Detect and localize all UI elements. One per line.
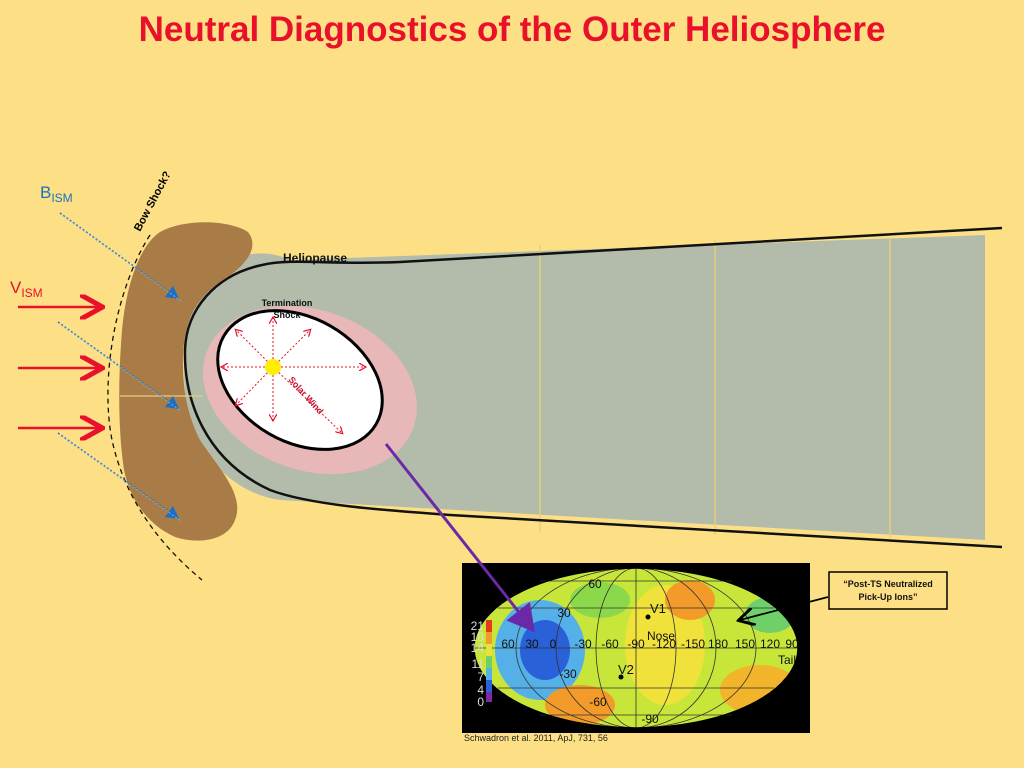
- latitude-label: -30: [559, 667, 577, 681]
- tail-label: Tail: [778, 653, 796, 667]
- longitude-label: -60: [601, 637, 619, 651]
- callout-line-2: Pick-Up Ions”: [858, 592, 917, 602]
- termination-shock: [216, 309, 384, 451]
- v1-marker: [645, 614, 651, 620]
- v-ism-label: VISM: [10, 278, 43, 300]
- colorbar-tick-label: 14: [471, 641, 485, 655]
- latitude-label: 60: [588, 577, 602, 591]
- bow-shock-label: Bow Shock?: [132, 169, 174, 233]
- colorbar-tick-label: 21: [471, 619, 485, 633]
- longitude-label: 90: [785, 637, 799, 651]
- longitude-label: -150: [681, 637, 705, 651]
- callout-box: [828, 571, 948, 610]
- heliopause-label: Heliopause: [283, 251, 347, 265]
- b-ism-label: BISM: [40, 183, 73, 205]
- solar-wind-rays: [222, 318, 365, 433]
- colorbar-tick-label: 11: [472, 657, 485, 671]
- longitude-label: 0: [550, 637, 557, 651]
- termination-shock-label-1: Termination: [262, 298, 313, 308]
- longitude-label: -30: [574, 637, 592, 651]
- sun-icon: [265, 359, 281, 375]
- longitude-label: 120: [760, 637, 780, 651]
- callout-line-1: “Post-TS Neutralized: [843, 579, 933, 589]
- colorbar-tick-label: 18: [471, 630, 485, 644]
- colorbar-tick-label: 7: [477, 670, 484, 684]
- heliopause-line: [183, 226, 1003, 549]
- heliosheath-region: [183, 235, 985, 540]
- callout-arrow: [740, 596, 829, 620]
- longitude-label: 180: [708, 637, 728, 651]
- bow-shock-region: [119, 222, 253, 541]
- termination-shock-label-2: Shock: [273, 310, 301, 320]
- v2-marker: [618, 674, 624, 680]
- magnetic-field-lines: [57, 212, 182, 522]
- colorbar: [486, 620, 492, 702]
- longitude-label: -90: [627, 637, 645, 651]
- colorbar-tick-label: 4: [477, 683, 484, 697]
- longitude-label: 150: [735, 637, 755, 651]
- citation: Schwadron et al. 2011, ApJ, 731, 56: [464, 733, 608, 743]
- latitude-label: -60: [589, 695, 607, 709]
- ism-flow-arrows: [18, 307, 100, 428]
- page-title: Neutral Diagnostics of the Outer Heliosp…: [138, 10, 886, 49]
- nose-label: Nose: [647, 629, 675, 643]
- longitude-label: -120: [652, 637, 676, 651]
- longitude-label: 30: [525, 637, 539, 651]
- v1-label: V1: [650, 601, 666, 616]
- latitude-label: 30: [557, 606, 571, 620]
- connector-arrow: [384, 443, 535, 633]
- colorbar-tick-label: 0: [477, 695, 484, 709]
- v2-label: V2: [618, 662, 634, 677]
- latitude-label: -90: [641, 712, 659, 726]
- bow-shock-curve: [107, 234, 203, 581]
- longitude-label: 60: [501, 637, 515, 651]
